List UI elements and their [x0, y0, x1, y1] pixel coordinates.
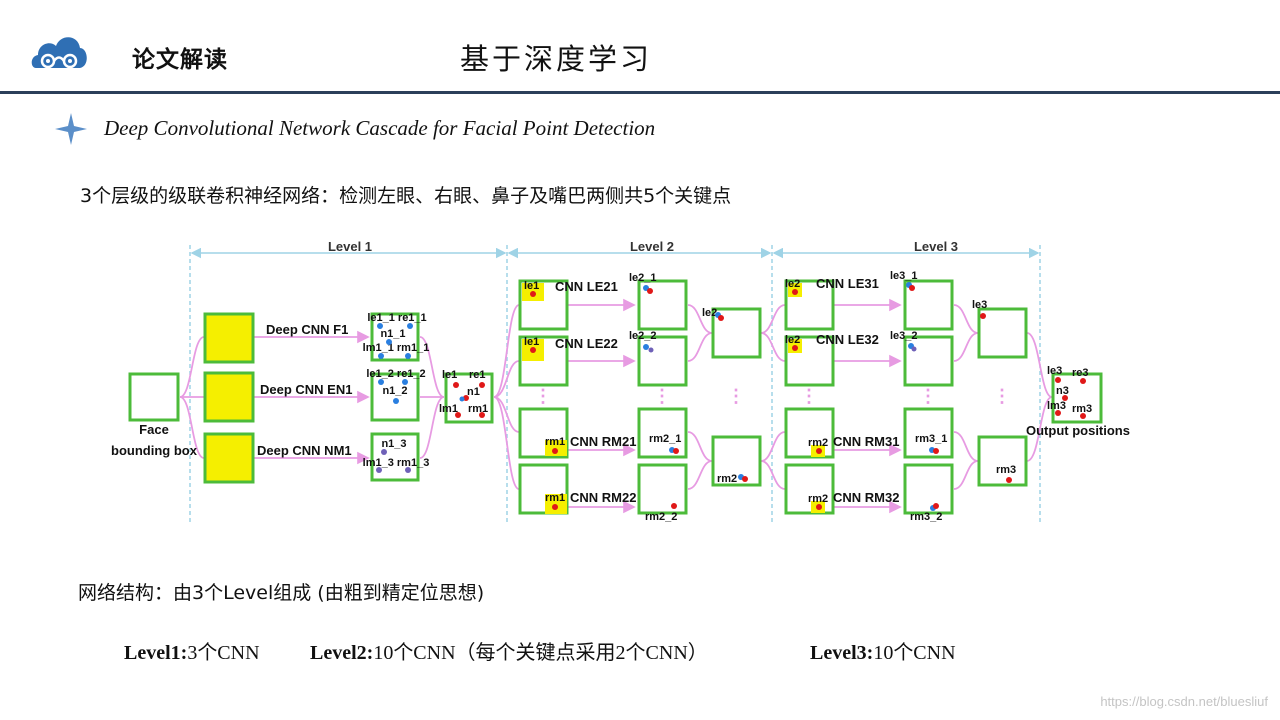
- l3-merged-rm3: rm3: [996, 464, 1016, 476]
- final-lm3: lm3: [1047, 400, 1066, 412]
- final-points: [1055, 377, 1086, 419]
- paper-title: Deep Convolutional Network Cascade for F…: [104, 116, 656, 140]
- level3-dots: ⋮ ⋮ ⋮: [800, 386, 1011, 406]
- level1-points: [376, 323, 413, 473]
- l3-merged-le3: le3: [972, 299, 987, 311]
- l2-out-rm2-2: rm2_2: [645, 511, 677, 523]
- nm1-nose-label: n1_3: [381, 438, 406, 450]
- output-box: [1051, 372, 1103, 424]
- en1-nose-label: n1_2: [382, 385, 407, 397]
- f1-nose-label: n1_1: [380, 328, 405, 340]
- cnn-rm21-label: CNN RM21: [570, 434, 636, 449]
- level2-value: 10个CNN（每个关键点采用2个CNN）: [373, 642, 708, 664]
- flow-connectors: [179, 298, 1053, 514]
- level-2-header: Level 2: [630, 239, 674, 254]
- merged1-rm1: rm1: [468, 403, 488, 415]
- merged1-le1: le1: [442, 369, 457, 381]
- l3-dots-c: ⋮: [993, 386, 1011, 406]
- bounding-box-label: bounding box: [111, 443, 198, 458]
- level-3-header: Level 3: [914, 239, 958, 254]
- cnn-le32-label: CNN LE32: [816, 332, 879, 347]
- l3-dots-a: ⋮: [800, 386, 818, 406]
- level1-patches: [203, 312, 255, 484]
- cnn-rm22-label: CNN RM22: [570, 490, 636, 505]
- merged1-n1: n1: [467, 386, 480, 398]
- l2-input-rm1-a: rm1: [545, 436, 565, 448]
- level3-summary: Level3:10个CNN: [810, 636, 956, 665]
- level-1-header: Level 1: [328, 239, 372, 254]
- cnn-le31-label: CNN LE31: [816, 276, 879, 291]
- level1-value: 3个CNN: [187, 642, 260, 664]
- l2-input-le1-b: le1: [524, 336, 539, 348]
- l2-merged-le2: le2: [702, 307, 717, 319]
- output-positions-label: Output positions: [1026, 423, 1130, 438]
- cnn-le21-label: CNN LE21: [555, 279, 618, 294]
- l2-dots-a: ⋮: [534, 386, 552, 406]
- l3-out-rm3-1: rm3_1: [915, 433, 947, 445]
- level1-summary: Level1:3个CNN: [124, 636, 260, 665]
- cnn-nm1-label: Deep CNN NM1: [257, 443, 352, 458]
- l3-out-le3-2: le3_2: [890, 330, 918, 342]
- header-divider: [0, 91, 1280, 94]
- final-n3: n3: [1056, 385, 1069, 397]
- final-re3: re3: [1072, 367, 1089, 379]
- nm1-mouth-labels: lm1_3 rm1_3: [363, 457, 430, 469]
- l2-input-rm1-b: rm1: [545, 492, 565, 504]
- l2-out-rm2-1: rm2_1: [649, 433, 681, 445]
- level1-label: Level1:: [124, 642, 188, 664]
- en1-eye-labels: le1_2 re1_2: [366, 368, 425, 380]
- final-rm3: rm3: [1072, 403, 1092, 415]
- level2-output-boxes: [637, 279, 762, 515]
- sparkle-star-icon: [55, 113, 87, 145]
- cnn-le22-label: CNN LE22: [555, 336, 618, 351]
- cnn-rm31-label: CNN RM31: [833, 434, 899, 449]
- watermark: https://blog.csdn.net/bluesliuf: [1100, 694, 1268, 709]
- merged1-re1: re1: [469, 369, 486, 381]
- l3-out-le3-1: le3_1: [890, 270, 918, 282]
- merged1-lm1: lm1: [439, 403, 458, 415]
- l3-out-rm3-2: rm3_2: [910, 511, 942, 523]
- level3-label: Level3:: [810, 642, 874, 664]
- l3-input-le2-a: le2: [785, 278, 800, 290]
- merged1-points: [453, 382, 485, 418]
- level2-points: [643, 285, 748, 509]
- face-input-box: [128, 372, 180, 422]
- cnn-rm32-label: CNN RM32: [833, 490, 899, 505]
- level2-summary: Level2:10个CNN（每个关键点采用2个CNN）: [310, 636, 708, 665]
- level3-input-boxes: [784, 279, 835, 515]
- page-title: 基于深度学习: [460, 42, 653, 76]
- level2-dots: ⋮ ⋮ ⋮: [534, 386, 745, 406]
- level3-value: 10个CNN: [873, 642, 956, 664]
- cnn-en1-label: Deep CNN EN1: [260, 382, 352, 397]
- f1-eye-labels: le1_1 re1_1: [367, 312, 426, 324]
- face-label: Face: [139, 422, 169, 437]
- f1-mouth-labels: lm1_1 rm1_1: [363, 342, 430, 354]
- header-label: 论文解读: [132, 47, 228, 73]
- cnn-f1-label: Deep CNN F1: [266, 322, 348, 337]
- l2-out-le2-1: le2_1: [629, 272, 657, 284]
- l3-dots-b: ⋮: [919, 386, 937, 406]
- level2-label: Level2:: [310, 642, 374, 664]
- l2-dots-c: ⋮: [727, 386, 745, 406]
- summary-text: 3个层级的级联卷积神经网络：检测左眼、右眼、鼻子及嘴巴两侧共5个关键点: [80, 185, 732, 207]
- l3-input-rm2-a: rm2: [808, 437, 828, 449]
- level-dimension-lines: [189, 245, 1041, 525]
- l2-input-le1-a: le1: [524, 280, 539, 292]
- l3-input-le2-b: le2: [785, 334, 800, 346]
- l2-dots-b: ⋮: [653, 386, 671, 406]
- l3-input-rm2-b: rm2: [808, 493, 828, 505]
- l2-merged-rm2: rm2: [717, 473, 737, 485]
- level3-points: [906, 282, 1012, 511]
- cascade-diagram: Level 1 Level 2 Level 3: [111, 239, 1130, 525]
- cloud-logo-icon: [31, 37, 87, 69]
- l2-out-le2-2: le2_2: [629, 330, 657, 342]
- structure-text: 网络结构：由3个Level组成 (由粗到精定位思想): [78, 582, 485, 604]
- final-le3: le3: [1047, 365, 1062, 377]
